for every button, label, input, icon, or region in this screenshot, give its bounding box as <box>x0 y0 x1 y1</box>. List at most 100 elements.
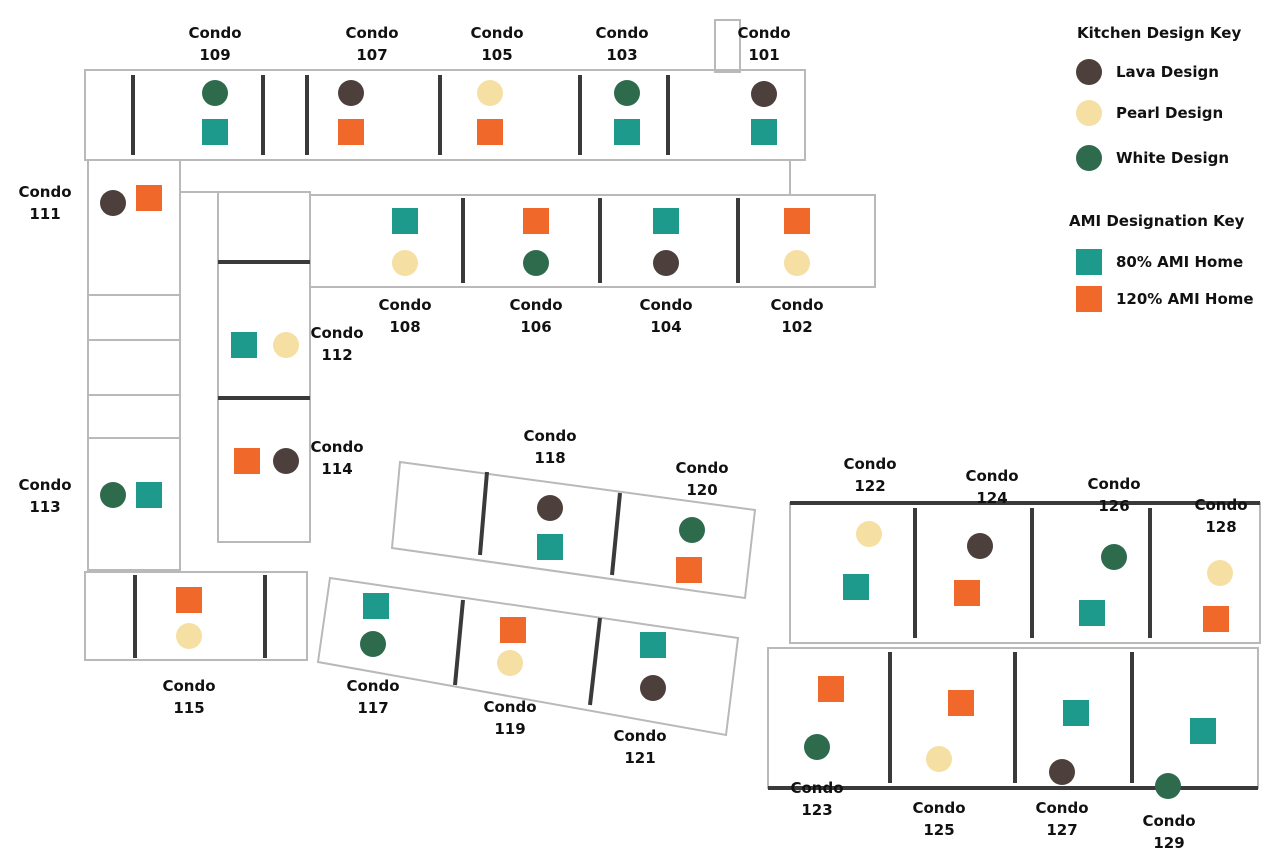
unit-label-128: Condo 128 <box>1176 494 1266 538</box>
unit-number: 115 <box>173 699 205 717</box>
pearl-swatch-icon <box>1076 100 1102 126</box>
key-item-label: 120% AMI Home <box>1116 290 1254 308</box>
unit-label-125: Condo 125 <box>894 797 984 841</box>
left-wing-outline <box>87 159 181 571</box>
ami120-marker-115 <box>176 587 202 613</box>
unit-word: Condo <box>965 467 1019 485</box>
kitchen-white-marker-103 <box>614 80 640 106</box>
ami120-marker-120 <box>676 557 702 583</box>
unit-word: Condo <box>310 324 364 342</box>
key-item-lava: Lava Design <box>1076 59 1219 85</box>
unit-word: Condo <box>470 24 524 42</box>
kitchen-lava-marker-121 <box>640 675 666 701</box>
ami80-marker-127 <box>1063 700 1089 726</box>
kitchen-pearl-marker-112 <box>273 332 299 358</box>
key-item-label: 80% AMI Home <box>1116 253 1244 271</box>
kitchen-pearl-marker-128 <box>1207 560 1233 586</box>
unit-word: Condo <box>639 296 693 314</box>
key-item-ami80: 80% AMI Home <box>1076 249 1243 275</box>
kitchen-white-marker-126 <box>1101 544 1127 570</box>
unit-word: Condo <box>1194 496 1248 514</box>
unit-word: Condo <box>509 296 563 314</box>
unit-number: 107 <box>356 46 388 64</box>
unit-label-113: Condo 113 <box>0 474 90 518</box>
ami80-marker-129 <box>1190 718 1216 744</box>
unit-dividers <box>131 75 1260 790</box>
kitchen-pearl-marker-105 <box>477 80 503 106</box>
key-item-pearl: Pearl Design <box>1076 100 1223 126</box>
ami80-marker-122 <box>843 574 869 600</box>
unit-word: Condo <box>18 476 72 494</box>
ami80-marker-101 <box>751 119 777 145</box>
key-item-label: Lava Design <box>1116 63 1219 81</box>
unit-number: 109 <box>199 46 231 64</box>
unit-number: 128 <box>1205 518 1237 536</box>
kitchen-lava-marker-101 <box>751 81 777 107</box>
unit-number: 120 <box>686 481 718 499</box>
unit-number: 103 <box>606 46 638 64</box>
kitchen-white-marker-109 <box>202 80 228 106</box>
unit-word: Condo <box>188 24 242 42</box>
ami120-marker-125 <box>948 690 974 716</box>
wing-117-121-outline <box>316 576 740 737</box>
unit-number: 113 <box>29 498 61 516</box>
unit-label-123: Condo 123 <box>772 777 862 821</box>
key-item-white: White Design <box>1076 145 1229 171</box>
unit-word: Condo <box>912 799 966 817</box>
key-item-label: White Design <box>1116 149 1230 167</box>
ami120-marker-106 <box>523 208 549 234</box>
ami80-marker-117 <box>363 593 389 619</box>
unit-word: Condo <box>790 779 844 797</box>
unit-number: 125 <box>923 821 955 839</box>
unit-word: Condo <box>346 677 400 695</box>
unit-number: 101 <box>748 46 780 64</box>
unit-number: 121 <box>624 749 656 767</box>
kitchen-lava-marker-107 <box>338 80 364 106</box>
unit-markers <box>100 80 1233 799</box>
unit-number: 106 <box>520 318 552 336</box>
kitchen-pearl-marker-102 <box>784 250 810 276</box>
unit-word: Condo <box>162 677 216 695</box>
ami80-marker-112 <box>231 332 257 358</box>
ami120-marker-105 <box>477 119 503 145</box>
top-wing-outline <box>84 69 806 161</box>
unit-number: 111 <box>29 205 61 223</box>
ami120-marker-123 <box>818 676 844 702</box>
ami80-marker-109 <box>202 119 228 145</box>
unit-number: 127 <box>1046 821 1078 839</box>
ami80-swatch-icon <box>1076 249 1102 275</box>
kitchen-pearl-marker-115 <box>176 623 202 649</box>
kitchen-white-marker-123 <box>804 734 830 760</box>
unit-word: Condo <box>378 296 432 314</box>
unit-number: 105 <box>481 46 513 64</box>
unit-word: Condo <box>843 455 897 473</box>
kitchen-white-marker-106 <box>523 250 549 276</box>
ami80-marker-121 <box>640 632 666 658</box>
key-item-label: Pearl Design <box>1116 104 1224 122</box>
lava-swatch-icon <box>1076 59 1102 85</box>
ami120-marker-124 <box>954 580 980 606</box>
wing-118-120-outline <box>390 460 757 600</box>
unit-number: 129 <box>1153 834 1185 852</box>
unit-number: 118 <box>534 449 566 467</box>
unit-number: 123 <box>801 801 833 819</box>
kitchen-lava-marker-118 <box>537 495 563 521</box>
unit-word: Condo <box>1142 812 1196 830</box>
unit-word: Condo <box>737 24 791 42</box>
unit-number: 126 <box>1098 497 1130 515</box>
kitchen-pearl-marker-122 <box>856 521 882 547</box>
